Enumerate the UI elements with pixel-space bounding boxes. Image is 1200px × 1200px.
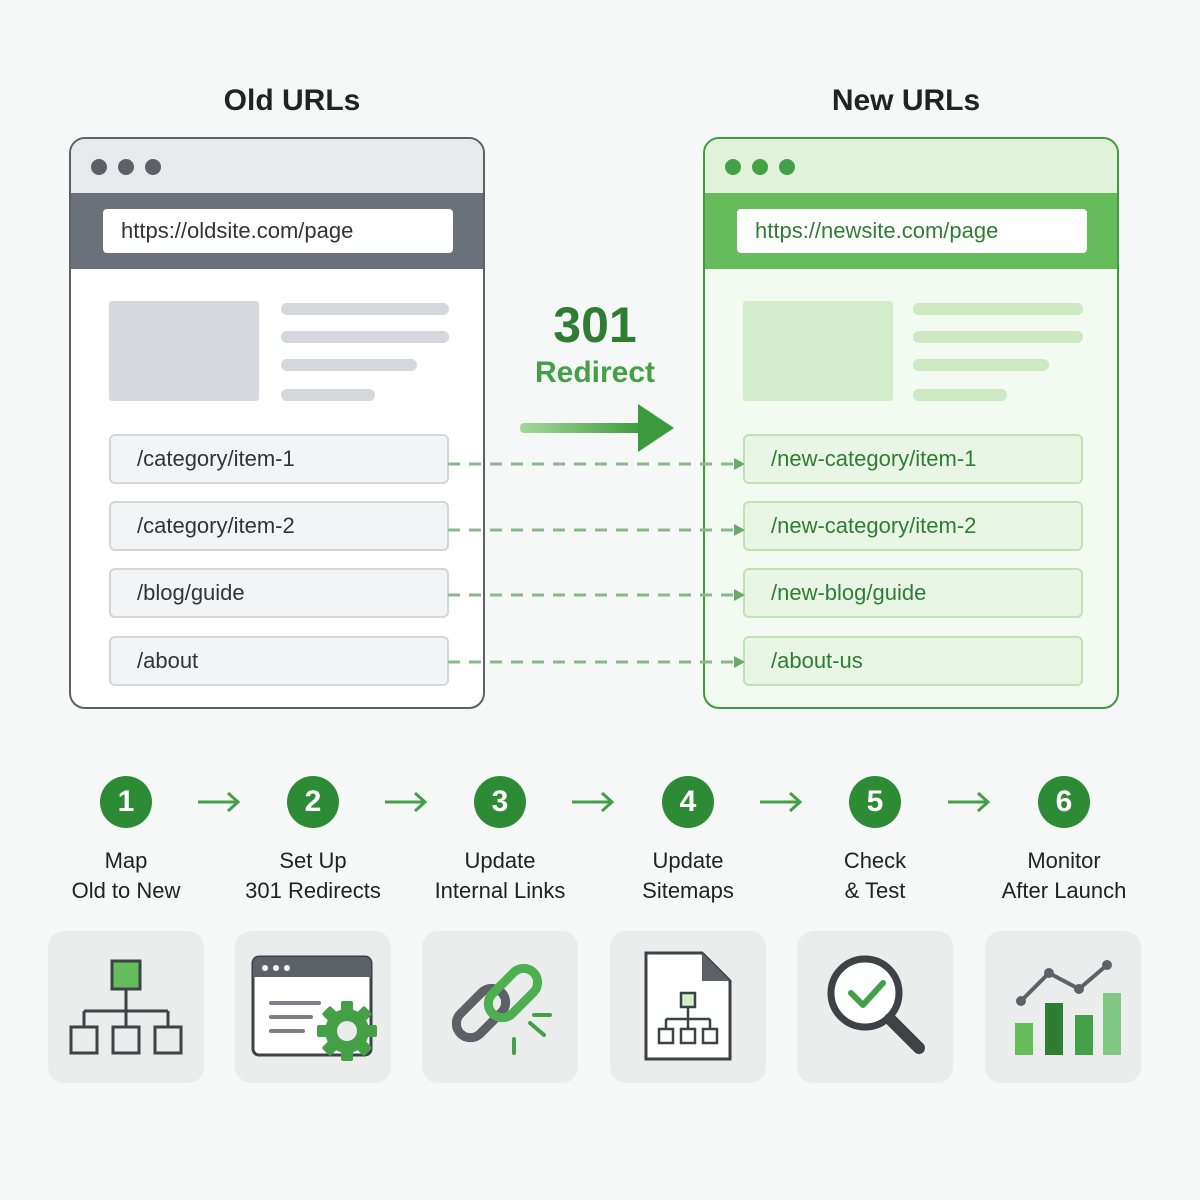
window-dot-icon: [118, 159, 134, 175]
step-number: 6: [1038, 776, 1090, 828]
old-path-item[interactable]: /category/item-1: [109, 434, 449, 484]
window-dot-icon: [91, 159, 107, 175]
window-dot-icon: [145, 159, 161, 175]
text-placeholder-line: [913, 331, 1083, 343]
window-dot-icon: [752, 159, 768, 175]
new-urls-title: New URLs: [831, 84, 981, 117]
step-arrow-icon: [385, 791, 428, 813]
step-icon-card: [422, 931, 578, 1083]
step-arrow-icon: [198, 791, 241, 813]
connector-arrowhead-icon: [734, 589, 745, 601]
redirect-code: 301: [553, 297, 637, 353]
new-browser-titlebar: [705, 139, 1117, 193]
old-path-item[interactable]: /category/item-2: [109, 501, 449, 551]
new-url-field[interactable]: https://newsite.com/page: [737, 209, 1087, 253]
old-image-placeholder: [109, 301, 259, 401]
step-icon-card: [48, 931, 204, 1083]
text-placeholder-line: [281, 389, 375, 401]
broken-link-icon: [451, 963, 552, 1055]
sitemap-icon: [69, 959, 183, 1055]
old-browser-window: https://oldsite.com/page /category/item-…: [69, 137, 485, 709]
path-connectors: [448, 458, 745, 668]
new-browser-window: https://newsite.com/page /new-category/i…: [703, 137, 1119, 709]
step-icon-card: [985, 931, 1141, 1083]
step-icon-card: [235, 931, 391, 1083]
step-arrow-icon: [572, 791, 615, 813]
step-icon-card: [797, 931, 953, 1083]
new-path-item[interactable]: /new-category/item-1: [743, 434, 1083, 484]
new-address-bar: https://newsite.com/page: [705, 193, 1117, 269]
text-placeholder-line: [281, 303, 449, 315]
growth-chart-icon: [1015, 960, 1121, 1055]
step-number: 1: [100, 776, 152, 828]
step-arrow-icon: [948, 791, 991, 813]
text-placeholder-line: [281, 359, 417, 371]
connector-arrowhead-icon: [734, 656, 745, 668]
step-icon-card: [610, 931, 766, 1083]
connector-arrowhead-icon: [734, 524, 745, 536]
text-placeholder-line: [913, 303, 1083, 315]
old-urls-title: Old URLs: [223, 84, 361, 117]
connector-arrowhead-icon: [734, 458, 745, 470]
step-number: 5: [849, 776, 901, 828]
new-path-item[interactable]: /about-us: [743, 636, 1083, 686]
old-url-field[interactable]: https://oldsite.com/page: [103, 209, 453, 253]
redirect-label: Redirect: [534, 356, 656, 389]
old-path-item[interactable]: /about: [109, 636, 449, 686]
step-number: 3: [474, 776, 526, 828]
sitemap-file-icon: [644, 951, 732, 1061]
new-image-placeholder: [743, 301, 893, 401]
window-dot-icon: [725, 159, 741, 175]
redirect-arrow-icon: [520, 404, 674, 452]
browser-gear-icon: [251, 955, 377, 1061]
window-dot-icon: [779, 159, 795, 175]
step-number: 2: [287, 776, 339, 828]
step-label: Check& Test: [843, 848, 907, 903]
text-placeholder-line: [913, 389, 1007, 401]
text-placeholder-line: [913, 359, 1049, 371]
step-arrow-icon: [760, 791, 803, 813]
old-browser-titlebar: [71, 139, 483, 193]
old-address-bar: https://oldsite.com/page: [71, 193, 483, 269]
step-number: 4: [662, 776, 714, 828]
new-path-item[interactable]: /new-category/item-2: [743, 501, 1083, 551]
magnifier-check-icon: [827, 955, 925, 1054]
text-placeholder-line: [281, 331, 449, 343]
new-path-item[interactable]: /new-blog/guide: [743, 568, 1083, 618]
old-path-item[interactable]: /blog/guide: [109, 568, 449, 618]
